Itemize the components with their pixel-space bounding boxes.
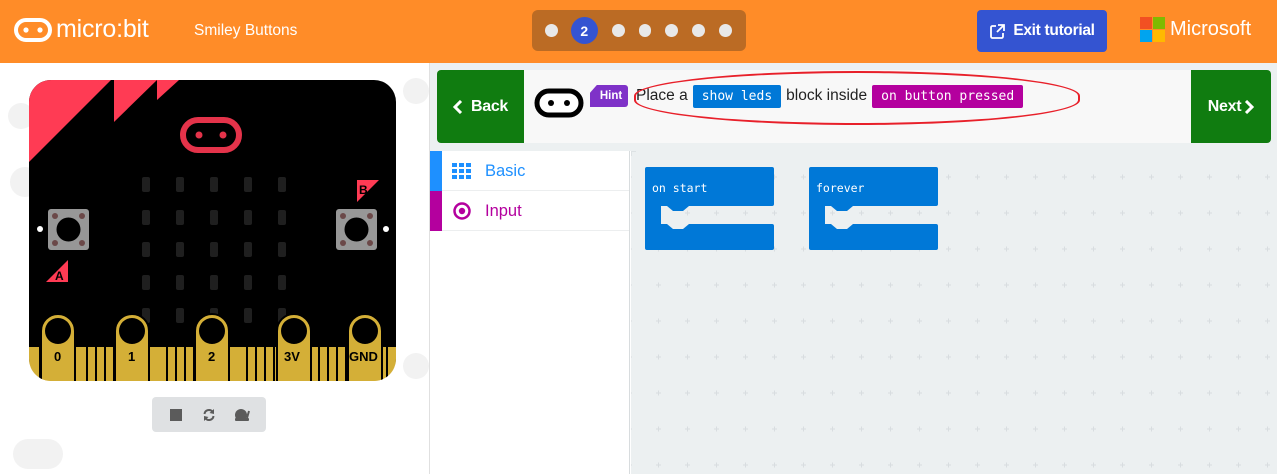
simulator-controls — [152, 397, 266, 432]
category-color-bar — [430, 151, 442, 191]
chevron-right-icon — [1245, 99, 1255, 114]
microbit-hint-avatar-icon[interactable] — [534, 88, 584, 118]
show-leds-chip: show leds — [692, 84, 782, 108]
stop-icon — [170, 408, 183, 421]
step-4-dot[interactable] — [638, 24, 652, 37]
tutorial-bar: Back Hint Place a show leds block inside… — [437, 70, 1271, 143]
instruction-middle: block inside — [786, 87, 868, 104]
blocks-workspace[interactable]: on start forever — [631, 151, 1277, 474]
background-decoration — [403, 353, 429, 379]
button-a[interactable] — [35, 209, 91, 253]
pin-3v-label: 3V — [284, 349, 300, 364]
project-name: Smiley Buttons — [194, 22, 298, 39]
on-button-pressed-chip: on button pressed — [872, 84, 1024, 108]
pin-gnd-label: GND — [349, 349, 378, 364]
toolbox: Basic Input — [430, 151, 630, 474]
stop-button[interactable] — [163, 402, 189, 428]
c-block-shape — [645, 167, 774, 250]
chevron-left-icon — [452, 99, 463, 114]
microbit-board-graphic: B A — [29, 80, 379, 323]
microsoft-logo[interactable]: Microsoft — [1140, 17, 1251, 42]
step-1-dot[interactable] — [545, 24, 558, 37]
logo-text: micro:bit — [56, 15, 149, 43]
forever-label: forever — [816, 181, 865, 195]
on-start-label: on start — [652, 181, 708, 195]
svg-text:B: B — [359, 183, 368, 197]
tutorial-area: Back Hint Place a show leds block inside… — [430, 63, 1277, 151]
step-3-dot[interactable] — [611, 24, 625, 37]
back-label: Back — [470, 97, 509, 115]
toolbox-category-input[interactable]: Input — [430, 191, 629, 231]
step-2-current[interactable]: 2 — [570, 17, 598, 44]
next-label: Next — [1207, 97, 1242, 115]
background-decoration — [403, 78, 429, 104]
toolbox-label-basic: Basic — [485, 162, 526, 180]
pin-0-label: 0 — [54, 349, 62, 364]
exit-tutorial-label: Exit tutorial — [1013, 22, 1095, 39]
forever-block[interactable]: forever — [809, 167, 939, 257]
external-link-icon — [990, 23, 1006, 39]
restart-button[interactable] — [196, 402, 222, 428]
button-b[interactable] — [336, 209, 392, 253]
pin-2-label: 2 — [208, 349, 216, 364]
next-button[interactable]: Next — [1191, 70, 1271, 143]
microbit-face-icon — [14, 17, 52, 42]
snail-icon — [234, 408, 250, 421]
edge-connector — [29, 313, 396, 381]
slow-motion-button[interactable] — [229, 402, 255, 428]
tutorial-step-indicator: 2 — [532, 10, 746, 51]
top-bar: micro:bit Smiley Buttons 2 Exit tutorial… — [0, 0, 1277, 63]
restart-icon — [203, 408, 215, 421]
category-color-bar — [430, 191, 442, 231]
background-decoration — [13, 439, 63, 469]
step-7-dot[interactable] — [719, 24, 732, 37]
microsoft-squares-icon — [1140, 17, 1165, 42]
exit-tutorial-button[interactable]: Exit tutorial — [977, 10, 1107, 52]
simulator-panel: B A — [0, 63, 430, 474]
microsoft-label: Microsoft — [1170, 18, 1252, 40]
c-block-shape — [809, 167, 938, 250]
toolbox-label-input: Input — [485, 202, 522, 220]
step-5-dot[interactable] — [665, 24, 679, 37]
step-6-dot[interactable] — [692, 24, 706, 37]
back-button[interactable]: Back — [437, 70, 524, 143]
target-icon — [452, 202, 472, 220]
pin-labels: 0 1 2 3V GND — [29, 349, 396, 369]
tutorial-instruction: Place a show leds block inside on button… — [636, 83, 1028, 109]
pin-1-label: 1 — [128, 349, 136, 364]
hint-button[interactable]: Hint — [590, 85, 628, 107]
toolbox-category-basic[interactable]: Basic — [430, 151, 629, 191]
instruction-prefix: Place a — [636, 87, 688, 104]
microbit-logo[interactable]: micro:bit — [14, 15, 149, 44]
svg-text:A: A — [55, 269, 64, 283]
on-start-block[interactable]: on start — [645, 167, 775, 257]
grid-icon — [452, 162, 472, 180]
